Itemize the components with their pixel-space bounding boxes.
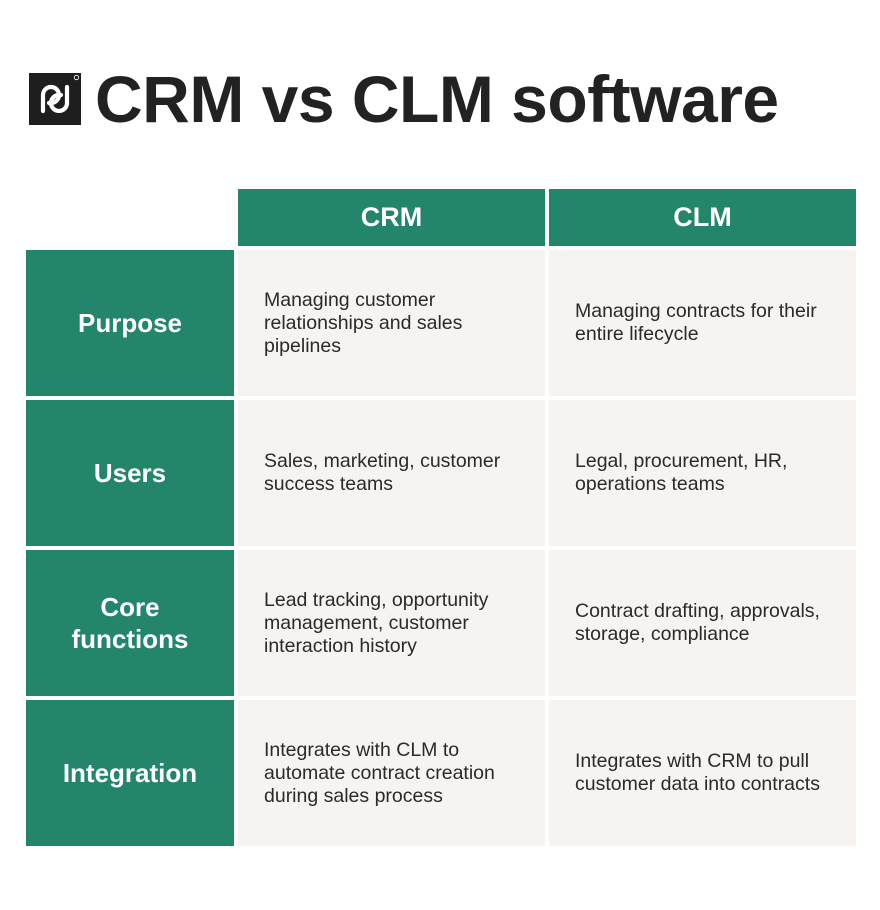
- row-header-users: Users: [26, 400, 234, 546]
- row-header-core-functions: Core functions: [26, 550, 234, 696]
- comparison-table: CRM CLM Purpose Managing customer relati…: [26, 189, 856, 846]
- cell-purpose-clm: Managing contracts for their entire life…: [549, 250, 856, 396]
- title-row: CRM vs CLM software: [29, 62, 779, 136]
- cell-core-functions-clm: Contract drafting, approvals, storage, c…: [549, 550, 856, 696]
- column-header-crm: CRM: [238, 189, 545, 246]
- cell-users-crm: Sales, marketing, customer success teams: [238, 400, 545, 546]
- row-header-integration: Integration: [26, 700, 234, 846]
- row-header-purpose: Purpose: [26, 250, 234, 396]
- cell-users-clm: Legal, procurement, HR, operations teams: [549, 400, 856, 546]
- pandadoc-logo-icon: [29, 73, 81, 125]
- cell-integration-clm: Integrates with CRM to pull customer dat…: [549, 700, 856, 846]
- cell-text: Lead tracking, opportunity management, c…: [264, 588, 489, 657]
- column-header-clm: CLM: [549, 189, 856, 246]
- cell-core-functions-crm: Lead tracking, opportunity management, c…: [238, 550, 545, 696]
- table-corner: [26, 189, 234, 246]
- cell-text: Managing customer relationships and sale…: [264, 288, 463, 357]
- cell-text: Managing contracts for their entire life…: [575, 300, 817, 345]
- cell-text: Integrates with CLM to automate contract…: [264, 738, 495, 807]
- cell-purpose-crm: Managing customer relationships and sale…: [238, 250, 545, 396]
- cell-text: Legal, procurement, HR, operations teams: [575, 450, 788, 495]
- cell-text: Integrates with CRM to pull customer dat…: [575, 750, 820, 795]
- cell-text: Sales, marketing, customer success teams: [264, 450, 501, 495]
- cell-text: Contract drafting, approvals, storage, c…: [575, 600, 820, 645]
- cell-integration-crm: Integrates with CLM to automate contract…: [238, 700, 545, 846]
- page-title: CRM vs CLM software: [95, 62, 779, 136]
